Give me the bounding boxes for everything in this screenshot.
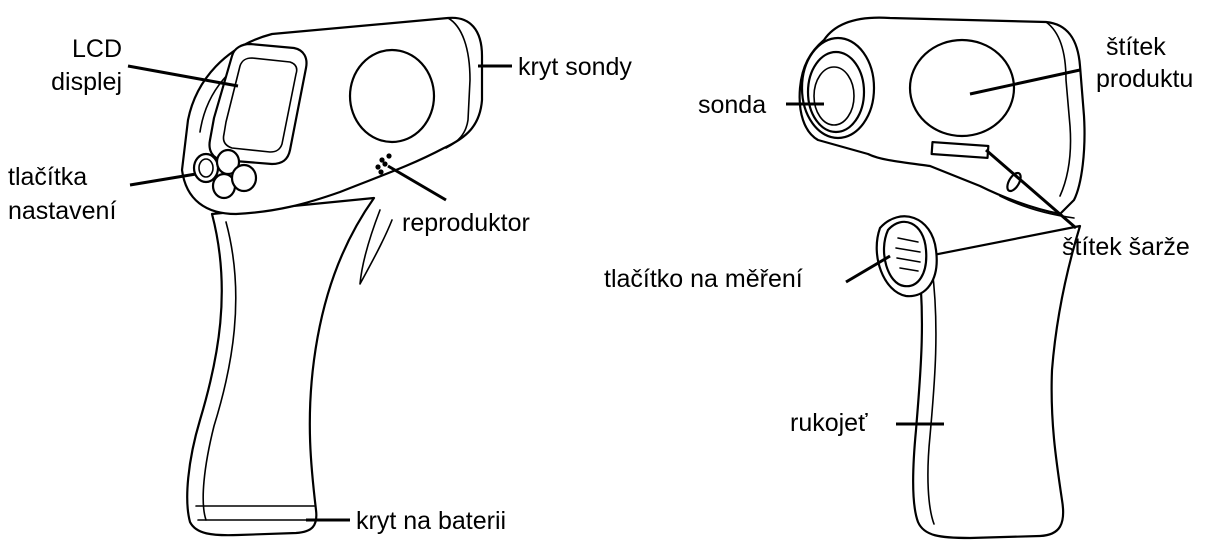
label-buttons-line1: tlačítka [8,162,87,192]
front-handle [187,198,374,535]
label-handle: rukojeť [790,408,867,438]
front-thermometer [182,18,482,535]
back-probe [802,38,874,138]
back-thermometer [800,18,1085,538]
pointer-speaker [388,166,446,200]
label-probe: sonda [698,90,766,120]
label-buttons-line2: nastavení [8,196,116,226]
label-product-line2: produktu [1096,64,1193,94]
back-handle [913,226,1080,538]
back-batch-rect [932,142,989,158]
label-speaker: reproduktor [402,208,530,238]
label-product-line1: štítek [1106,32,1166,62]
label-lcd-line1: LCD [50,34,122,64]
label-battery-cover: kryt na baterii [356,506,506,536]
label-trigger: tlačítko na měření [604,264,803,294]
front-probe-oval [350,50,434,142]
back-trigger [877,216,937,296]
label-probe-cover: kryt sondy [518,52,632,82]
label-lcd-line2: displej [30,67,122,97]
label-batch: štítek šarže [1062,232,1190,262]
